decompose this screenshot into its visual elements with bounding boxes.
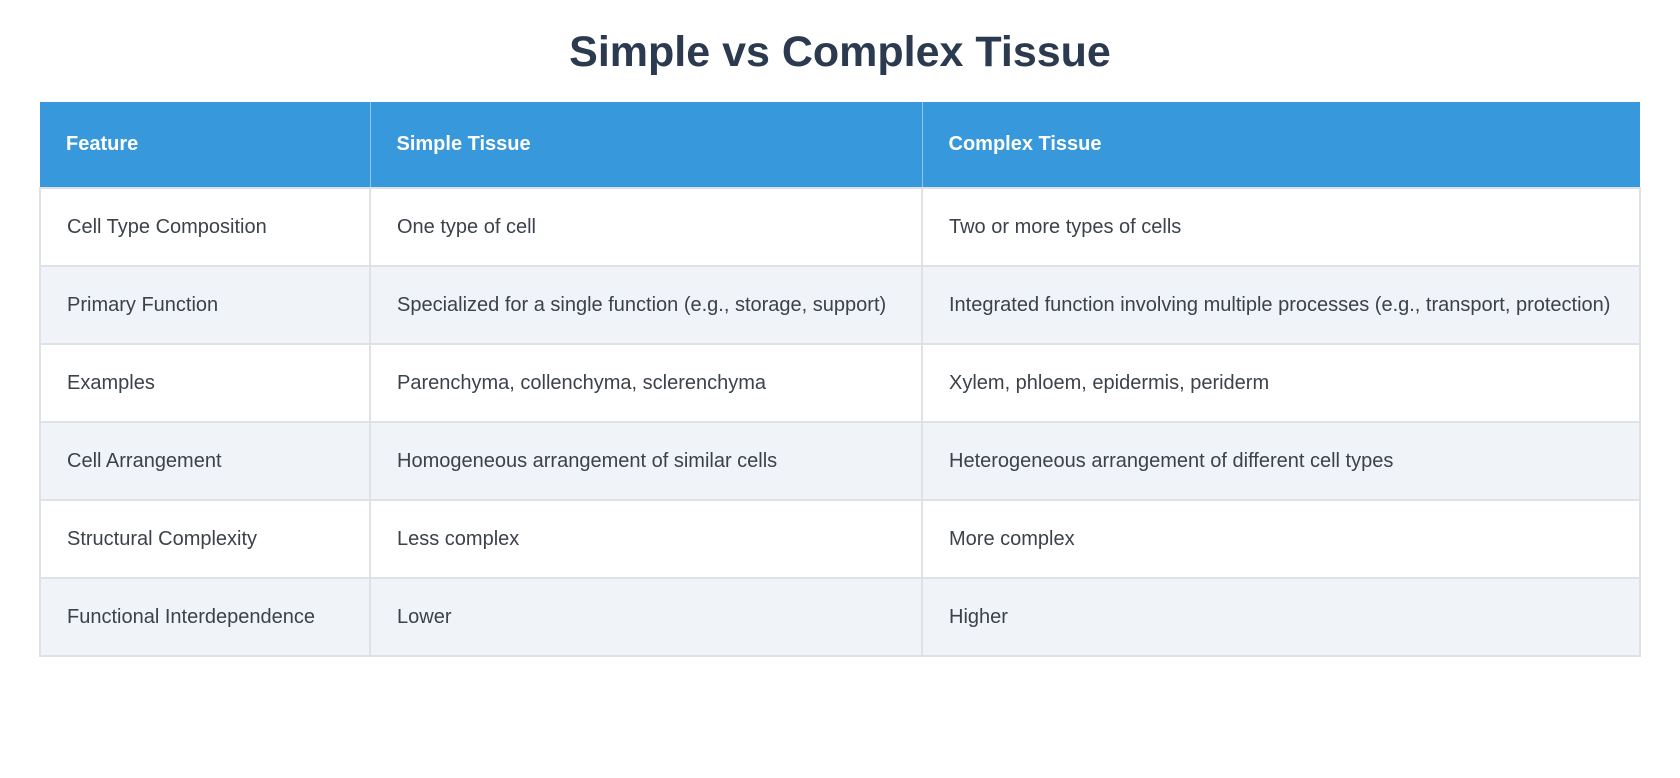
table-row-examples: Examples Parenchyma, collenchyma, sclere…: [39, 343, 1641, 423]
feature-cell: Cell Arrangement: [39, 421, 371, 501]
feature-cell: Structural Complexity: [39, 499, 371, 579]
table-body: Cell Type Composition One type of cell T…: [39, 187, 1641, 657]
simple-tissue-cell: One type of cell: [369, 187, 923, 267]
feature-cell: Functional Interdependence: [39, 577, 371, 657]
complex-tissue-cell: Higher: [921, 577, 1641, 657]
table-row-primary-function: Primary Function Specialized for a singl…: [39, 265, 1641, 345]
table-row-functional-interdependence: Functional Interdependence Lower Higher: [39, 577, 1641, 657]
header-row: Feature Simple Tissue Complex Tissue: [40, 102, 1640, 188]
column-header-simple-tissue: Simple Tissue: [369, 102, 922, 188]
table-row-structural-complexity: Structural Complexity Less complex More …: [39, 499, 1641, 579]
simple-tissue-cell: Homogeneous arrangement of similar cells: [369, 421, 923, 501]
complex-tissue-cell: More complex: [921, 499, 1641, 579]
complex-tissue-cell: Two or more types of cells: [921, 187, 1641, 267]
table-header: Feature Simple Tissue Complex Tissue: [40, 102, 1640, 188]
simple-tissue-cell: Lower: [369, 577, 923, 657]
feature-cell: Cell Type Composition: [39, 187, 371, 267]
table-row-cell-type-composition: Cell Type Composition One type of cell T…: [39, 187, 1641, 267]
simple-tissue-cell: Specialized for a single function (e.g.,…: [369, 265, 923, 345]
complex-tissue-cell: Xylem, phloem, epidermis, periderm: [921, 343, 1641, 423]
table-row-cell-arrangement: Cell Arrangement Homogeneous arrangement…: [39, 421, 1641, 501]
simple-tissue-cell: Less complex: [369, 499, 923, 579]
page-title: Simple vs Complex Tissue: [569, 28, 1111, 76]
simple-tissue-cell: Parenchyma, collenchyma, sclerenchyma: [369, 343, 923, 423]
column-header-feature: Feature: [40, 102, 370, 188]
feature-cell: Primary Function: [39, 265, 371, 345]
feature-cell: Examples: [39, 343, 371, 423]
column-header-complex-tissue: Complex Tissue: [921, 102, 1640, 188]
complex-tissue-cell: Integrated function involving multiple p…: [921, 265, 1641, 345]
comparison-table: Feature Simple Tissue Complex Tissue Cel…: [39, 102, 1641, 657]
complex-tissue-cell: Heterogeneous arrangement of different c…: [921, 421, 1641, 501]
